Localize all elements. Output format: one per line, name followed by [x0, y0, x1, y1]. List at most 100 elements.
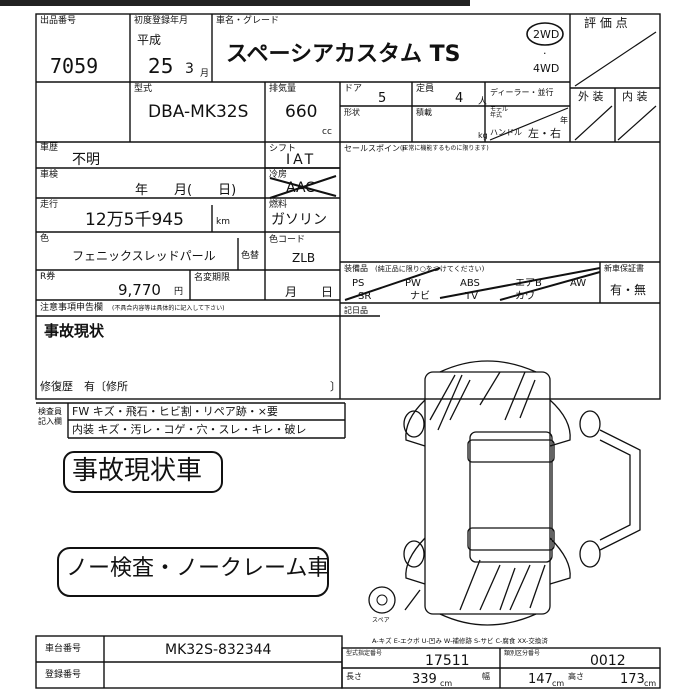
model-year-label: モデル年式 — [490, 106, 509, 119]
notes-label: 注意事項申告欄 — [40, 303, 104, 313]
fuel-label: 燃料 — [269, 200, 288, 210]
height-unit: cm — [644, 679, 657, 688]
spare-label: スペア — [372, 617, 390, 624]
notes: 事故現状 — [44, 322, 105, 340]
equipment-tv: TV — [465, 291, 478, 302]
shift-label: シフト — [269, 144, 297, 154]
repair-end: 〕 — [330, 380, 341, 393]
first-reg-label: 初度登録年月 — [134, 16, 189, 26]
new-car-label: 新車保証書 — [604, 264, 644, 273]
kg-unit: kg — [478, 131, 488, 140]
s2-value: 0012 — [590, 653, 626, 669]
width-label: 幅 — [482, 672, 490, 681]
inspector-label: 検査員記入欄 — [38, 407, 62, 427]
reg-year: 25 — [148, 54, 174, 78]
aircon-label: 冷房 — [269, 170, 288, 180]
s1-label: 型式指定番号 — [346, 650, 383, 657]
noclaim-stamp: ノー検査・ノークレーム車 — [66, 556, 330, 581]
capacity: 4 — [455, 91, 464, 106]
inspector-row2: 内装 キズ・汚レ・コゲ・穴・スレ・キレ・破レ — [72, 423, 307, 436]
dealer-label: ディーラー・並行 — [490, 88, 554, 97]
person-unit: 人 — [478, 97, 488, 107]
height: 173 — [620, 672, 645, 687]
month-unit: 月 — [200, 69, 210, 79]
era: 平成 — [137, 33, 162, 47]
exterior-label: 外 装 — [578, 90, 604, 103]
sales-point-label: セールスポイント — [344, 144, 408, 153]
tax-value: 月 日 — [285, 285, 334, 299]
height-label: 高さ — [568, 672, 584, 681]
shift: IAT — [286, 152, 317, 168]
load-label: 積載 — [416, 108, 432, 117]
length-label: 長さ — [346, 672, 362, 681]
yen-unit: 円 — [174, 287, 184, 297]
inspection-label: 車検 — [40, 170, 59, 180]
color-change-label: 色替 — [241, 251, 260, 261]
mileage: 12万5千945 — [85, 210, 184, 230]
recycle: 9,770 — [118, 281, 161, 299]
year-unit: 年 — [560, 116, 568, 125]
capacity-label: 定員 — [416, 84, 435, 94]
history: 不明 — [72, 152, 100, 168]
diagram-legend: A-キズ E-エクボ U-凹み W-補修跡 S-サビ C-腐食 XX-交換済 — [372, 637, 548, 645]
recycle-label: R券 — [40, 272, 56, 282]
model-grade-label: 車名・グレード — [216, 16, 280, 26]
accident-stamp: 事故現状車 — [72, 456, 203, 486]
handle-value: 左・右 — [528, 127, 561, 140]
tax-label: 名変期限 — [194, 273, 231, 283]
color: フェニックスレッドパール — [72, 249, 216, 263]
chassis-label: 車台番号 — [45, 644, 82, 654]
equipment-sub: (純正品に限り○をつけてください) — [375, 265, 485, 273]
length: 339 — [412, 672, 437, 687]
equipment-airbag: エアB — [515, 278, 542, 289]
lot-number: 7059 — [50, 54, 99, 78]
chassis: MK32S-832344 — [165, 642, 272, 658]
car-diagram — [403, 360, 641, 626]
sales-point-sub: (正常に機能するものに限ります) — [400, 145, 489, 152]
interior-label: 内 装 — [622, 90, 648, 103]
history-label: 車歴 — [40, 143, 59, 153]
cc-unit: cc — [322, 127, 332, 137]
model-code: DBA-MK32S — [148, 102, 249, 122]
color-code: ZLB — [292, 251, 316, 265]
recorded-label: 記日品 — [344, 306, 368, 315]
handle-label: ハンドル — [490, 128, 522, 137]
equipment-leather: カワ — [515, 291, 535, 302]
doors: 5 — [378, 91, 387, 106]
top-title-strip — [0, 0, 470, 6]
displacement-label: 排気量 — [269, 84, 297, 94]
color-code-label: 色コード — [269, 235, 306, 245]
s2-label: 類別区分番号 — [504, 650, 541, 657]
fuel: ガソリン — [271, 212, 327, 228]
new-car-value: 有・無 — [610, 283, 647, 297]
drive-4wd: 4WD — [533, 62, 560, 75]
equipment-abs: ABS — [460, 278, 480, 289]
equipment-sr: SR — [358, 291, 372, 302]
notes-sub: (不具合内容等は具体的に記入して下さい) — [112, 305, 225, 312]
inspection-value: 年 月( 日) — [135, 183, 237, 198]
equipment-aw: AW — [570, 278, 587, 289]
aircon: AAC — [286, 180, 316, 196]
km-unit: km — [216, 217, 230, 227]
model-label: 型式 — [134, 84, 153, 94]
width: 147 — [528, 672, 553, 687]
repair-value: 有〔修所 — [84, 380, 128, 393]
reg-label: 登録番号 — [45, 670, 82, 680]
door-label: ドア — [344, 84, 363, 94]
equipment-pw: PW — [405, 278, 421, 289]
equipment-ps: PS — [352, 278, 365, 289]
equipment-navi: ナビ — [410, 291, 430, 302]
repair-label: 修復歴 — [40, 380, 73, 393]
displacement: 660 — [285, 102, 318, 122]
mileage-label: 走行 — [40, 200, 59, 210]
color-label: 色 — [40, 234, 50, 244]
width-unit: cm — [552, 679, 565, 688]
lot-label: 出品番号 — [40, 16, 77, 26]
car-name: スペーシアカスタム TS — [226, 42, 461, 67]
inspector-row1: FW キズ・飛石・ヒビ割・リペア跡・×要 — [72, 405, 278, 418]
s1-value: 17511 — [425, 653, 470, 669]
eval-label: 評 価 点 — [584, 16, 628, 30]
drive-2wd: 2WD — [533, 28, 560, 41]
drive-dot: · — [543, 47, 547, 60]
